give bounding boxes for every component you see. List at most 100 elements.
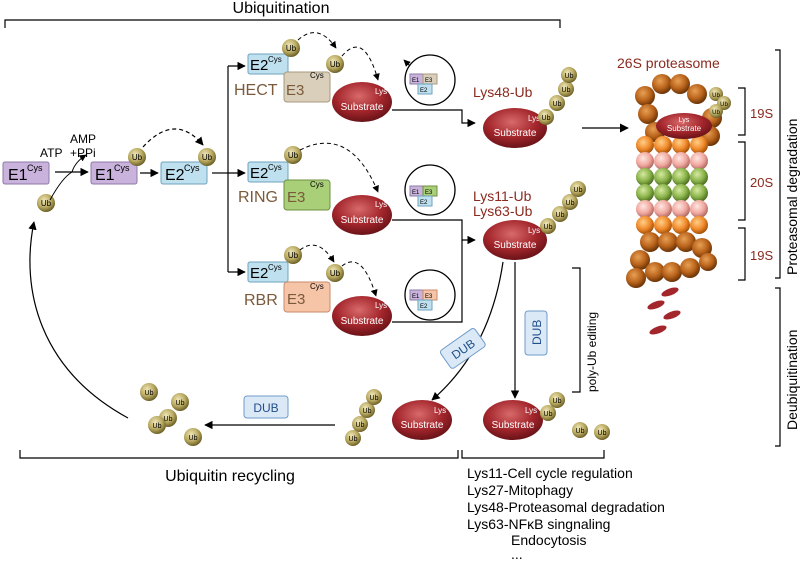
svg-text:Substrate: Substrate (492, 420, 535, 431)
svg-text:Ub: Ub (176, 400, 185, 407)
ubiquitination-bracket (4, 19, 561, 28)
ring-label: RING (238, 189, 278, 206)
svg-text:Cys: Cys (268, 55, 282, 64)
e1-ub-box (90, 161, 138, 185)
svg-text:Ub: Ub (544, 224, 553, 231)
svg-text:E1: E1 (412, 190, 420, 196)
svg-text:Lys: Lys (434, 406, 446, 415)
svg-text:Ub: Ub (542, 115, 551, 122)
lys48-chain-label: Lys48-Ub (473, 84, 533, 100)
function-lys48: Lys48-Proteasomal degradation (467, 499, 665, 515)
svg-text:Cys: Cys (268, 163, 282, 172)
svg-text:Ub: Ub (566, 200, 575, 207)
svg-text:Ub: Ub (153, 423, 162, 430)
ring-e3-module: E2 Cys Ub E3 Cys RING Lys Substrate (238, 142, 392, 235)
function-endocytosis: Endocytosis (511, 532, 586, 548)
lys63-substrate (483, 220, 547, 260)
svg-text:Substrate: Substrate (494, 240, 537, 251)
20s-label: 20S (750, 175, 773, 190)
e1-box (2, 161, 50, 185)
svg-text:E1: E1 (412, 78, 420, 84)
function-lys11: Lys11-Cell cycle regulation (467, 465, 633, 481)
svg-text:E3: E3 (286, 82, 304, 99)
svg-text:Substrate: Substrate (401, 420, 444, 431)
released-ub-chain-left: Ub Ub Ub Ub (345, 389, 382, 446)
e1-cys: Cys (27, 163, 43, 173)
svg-text:E3: E3 (287, 189, 305, 206)
lys63-chain-label: Lys63-Ub (473, 203, 533, 219)
svg-text:Cys: Cys (268, 263, 282, 272)
rbr-e3-module: E2 Cys Ub E3 Cys Ub RBR Lys Substrate (244, 244, 392, 336)
svg-text:E2: E2 (250, 165, 268, 182)
svg-text:Substrate: Substrate (667, 124, 702, 133)
svg-text:Ub: Ub (720, 102, 728, 108)
svg-text:Cys: Cys (114, 163, 130, 173)
svg-text:Ub: Ub (349, 436, 358, 443)
svg-text:Ub: Ub (712, 93, 720, 99)
e1-label: E1 (8, 167, 28, 184)
function-lys63: Lys63-NFκB singnaling (467, 516, 610, 532)
svg-text:Substrate: Substrate (341, 316, 384, 327)
svg-text:E2: E2 (420, 304, 428, 310)
lys63-ub-chain: Ub Ub Ub Ub (540, 181, 586, 234)
svg-text:Ub: Ub (574, 187, 583, 194)
free-ub-pool: Ub Ub Ub Ub Ub (140, 383, 202, 446)
svg-text:Cys: Cys (184, 163, 200, 173)
svg-text:Ub: Ub (202, 153, 213, 162)
svg-text:Substrate: Substrate (494, 128, 537, 139)
svg-text:Ub: Ub (556, 212, 565, 219)
svg-text:E2: E2 (250, 57, 268, 74)
19s-bottom-label: 19S (750, 248, 773, 263)
svg-text:E3: E3 (425, 78, 433, 84)
svg-text:Ub: Ub (565, 73, 574, 80)
lys11-chain-label: Lys11-Ub (473, 188, 532, 204)
proteasome-26s: Lys Substrate Ub Ub Ub (626, 74, 731, 335)
rbr-label: RBR (244, 292, 278, 309)
function-more: ... (511, 546, 523, 561)
dub-badge-trimming: DUB (439, 328, 486, 369)
svg-text:Substrate: Substrate (341, 102, 384, 113)
svg-text:Lys: Lys (528, 114, 540, 123)
svg-text:Ub: Ub (598, 430, 607, 437)
svg-text:Ub: Ub (145, 390, 154, 397)
dub-badge-editing: DUB (524, 310, 548, 356)
edited-ub-chain-right: Ub Ub Ub Ub (540, 392, 610, 440)
hect-label: HECT (234, 82, 278, 99)
deubiquitinated-substrate-right (483, 400, 543, 440)
svg-text:Cys: Cys (310, 71, 324, 80)
svg-text:Ub: Ub (363, 408, 372, 415)
svg-text:Ub: Ub (553, 101, 562, 108)
svg-text:Ub: Ub (286, 44, 297, 53)
chain-function-list: Lys11-Cell cycle regulation Lys27-Mitoph… (467, 465, 665, 561)
svg-text:E3: E3 (425, 294, 433, 300)
svg-text:Ub: Ub (330, 269, 341, 278)
svg-text:DUB: DUB (530, 320, 544, 345)
svg-text:Ub: Ub (288, 151, 299, 160)
svg-text:Ub: Ub (330, 60, 341, 69)
svg-text:Lys: Lys (375, 87, 387, 96)
deubiquitination-label: Deubiquitination (784, 330, 800, 430)
svg-text:E1: E1 (95, 167, 115, 184)
svg-text:Lys: Lys (679, 117, 690, 124)
ppi-label: +PPi (70, 146, 96, 160)
svg-text:Lys: Lys (375, 200, 387, 209)
poly-ub-editing-label: poly-Ub editing (585, 312, 599, 392)
deubiquitinated-substrate-left (392, 400, 452, 440)
svg-text:Ub: Ub (288, 251, 299, 260)
svg-text:Ub: Ub (712, 110, 720, 116)
svg-text:Ub: Ub (164, 416, 173, 423)
recycle-return-arrow (28, 221, 129, 419)
amp-label: AMP (70, 132, 96, 146)
proteasome-title: 26S proteasome (617, 55, 720, 71)
lys48-ub-chain: Ub Ub Ub Ub (538, 67, 577, 125)
ubiquitin-recycling-title: Ubiquitin recycling (165, 468, 295, 485)
svg-text:DUB: DUB (253, 401, 278, 415)
ubiquitination-title: Ubiquitination (233, 0, 330, 17)
svg-text:Substrate: Substrate (341, 215, 384, 226)
svg-text:Ub: Ub (41, 199, 52, 208)
hect-e3-module: E2 Cys Ub E3 Cys Ub HECT Lys Substrate (234, 32, 392, 122)
svg-text:Cys: Cys (310, 180, 324, 189)
svg-text:Ub: Ub (544, 411, 553, 418)
svg-text:Lys: Lys (528, 226, 540, 235)
